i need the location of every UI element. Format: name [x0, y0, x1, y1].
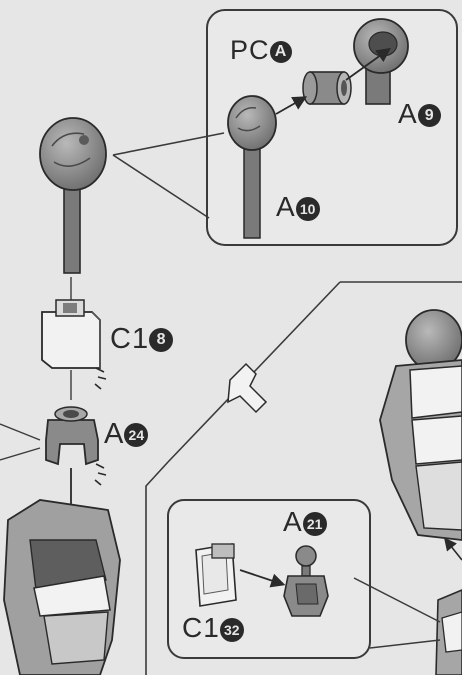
- label-prefix: A: [283, 506, 303, 537]
- callout-line: [0, 424, 40, 440]
- label-prefix: C1: [110, 323, 149, 355]
- torso-left: [4, 500, 120, 675]
- part-c1-8: [42, 300, 100, 368]
- direction-arrow: [228, 364, 266, 412]
- head-assembly: [40, 118, 106, 273]
- assembled-figure-right: [380, 310, 462, 675]
- part-number-badge: A: [270, 41, 292, 63]
- label-prefix: A: [398, 98, 418, 129]
- part-a24: [46, 407, 98, 464]
- part-number-badge: 21: [303, 512, 327, 536]
- part-number-badge: 8: [149, 328, 173, 352]
- callout-line: [370, 640, 440, 648]
- part-pc-a: [303, 72, 351, 104]
- label-prefix: A: [276, 191, 296, 222]
- callout-line: [113, 155, 209, 218]
- label-prefix: PC: [230, 35, 270, 65]
- part-number-badge: 32: [220, 618, 244, 642]
- part-number-badge: 9: [418, 104, 441, 127]
- part-c1-32: [196, 544, 236, 606]
- section-divider: [146, 462, 168, 675]
- label-prefix: C1: [182, 612, 220, 643]
- label-prefix: A: [104, 418, 124, 450]
- part-number-badge: 24: [124, 423, 148, 447]
- callout-line: [0, 448, 40, 460]
- part-number-badge: 10: [296, 197, 320, 221]
